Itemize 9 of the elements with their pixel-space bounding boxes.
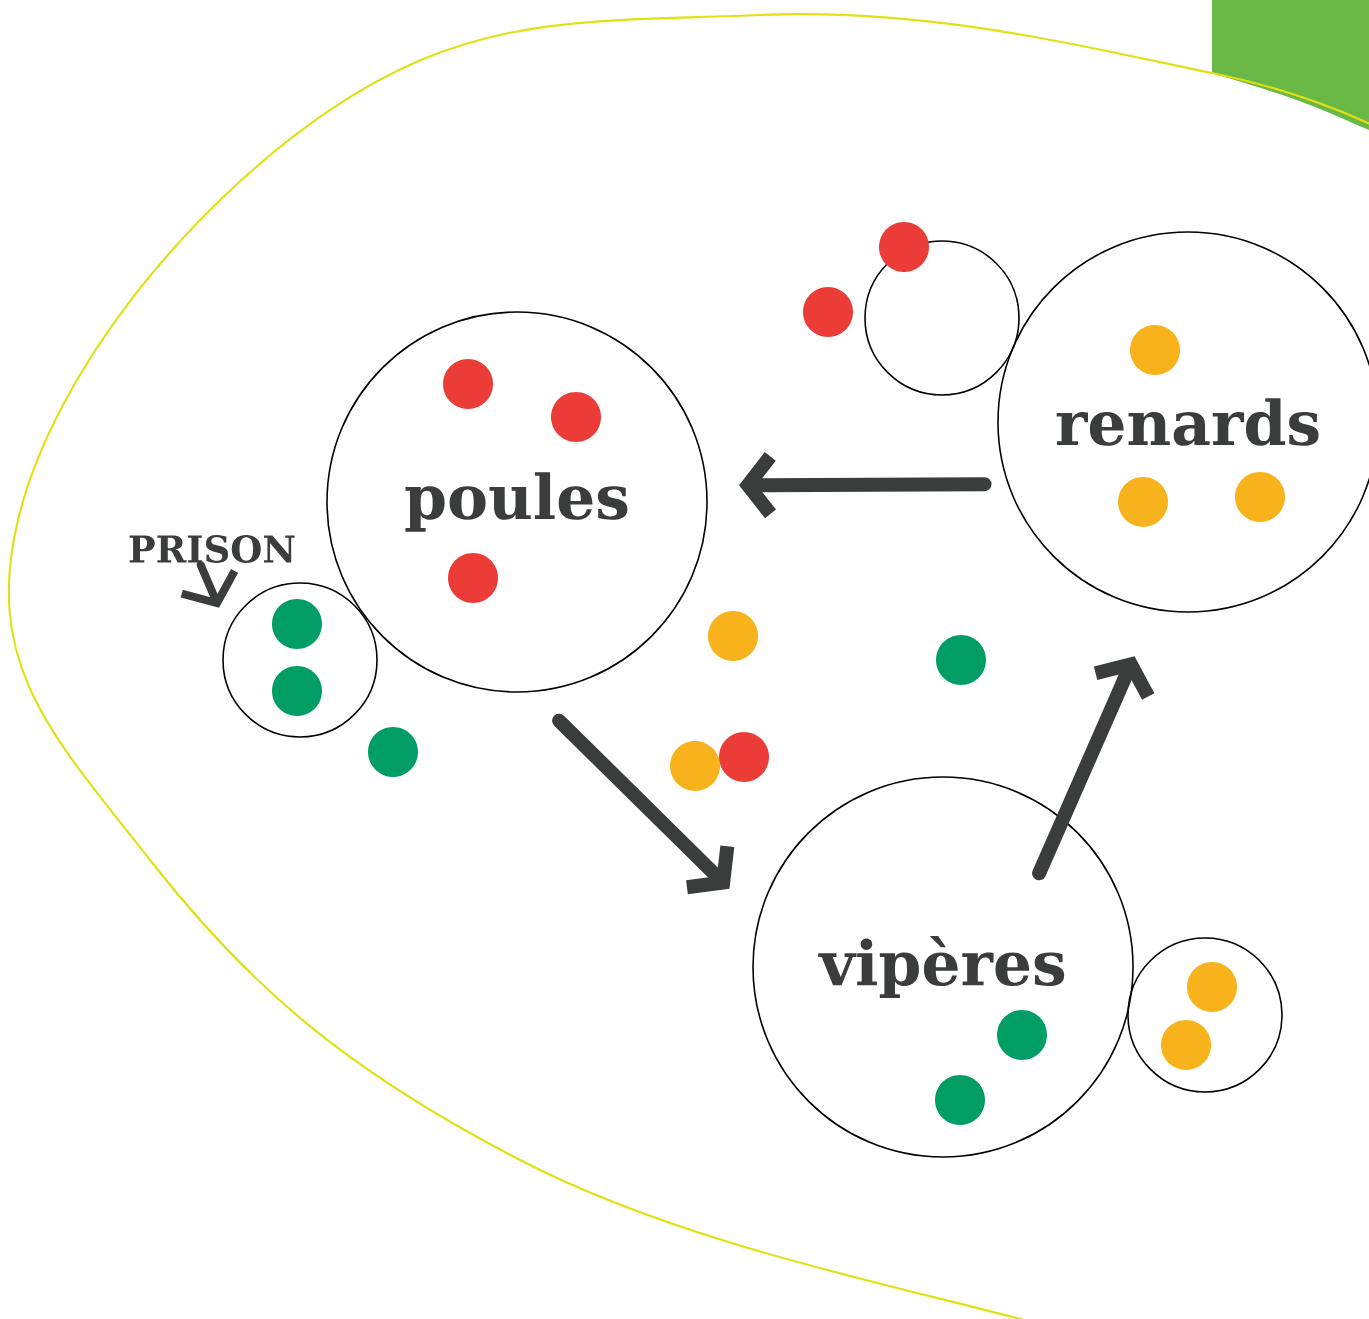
arrow <box>1032 656 1155 881</box>
circle-node: poules <box>326 311 708 693</box>
circle-node: vipères <box>752 776 1134 1158</box>
arrow <box>552 713 735 895</box>
arrow <box>739 452 992 519</box>
empty-circle <box>222 582 378 738</box>
empty-circle <box>864 240 1020 396</box>
text-label: PRISON <box>129 535 295 563</box>
empty-circle <box>1127 937 1283 1093</box>
